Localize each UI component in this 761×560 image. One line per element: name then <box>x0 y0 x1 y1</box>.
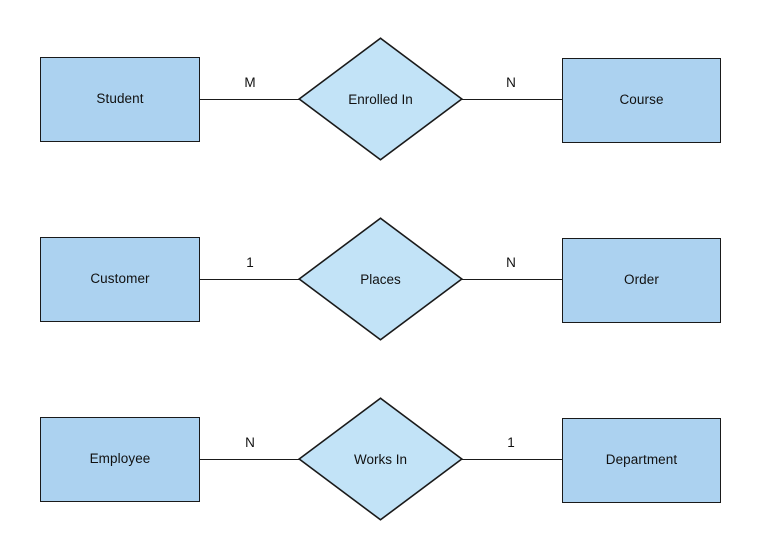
cardinality-label-left: 1 <box>246 255 254 270</box>
connector-line-right <box>462 99 562 100</box>
er-relationship-row: Customer 1 Places N Order <box>0 217 761 357</box>
entity-box[interactable]: Student <box>40 57 200 142</box>
connector-line-right <box>462 279 562 280</box>
cardinality-label-right: 1 <box>507 435 515 450</box>
diamond-shape <box>297 37 464 161</box>
entity-box[interactable]: Course <box>562 58 721 143</box>
entity-box[interactable]: Department <box>562 418 721 503</box>
diamond-shape <box>297 397 464 521</box>
cardinality-label-right: N <box>506 75 516 90</box>
entity-label: Customer <box>90 271 150 287</box>
entity-label: Department <box>605 452 678 468</box>
entity-label: Employee <box>89 451 151 467</box>
connector-line-left <box>200 459 299 460</box>
relationship-diamond[interactable]: Places <box>297 217 464 341</box>
entity-box[interactable]: Employee <box>40 417 200 502</box>
entity-box[interactable]: Customer <box>40 237 200 322</box>
connector-line-left <box>200 279 299 280</box>
diamond-shape <box>297 217 464 341</box>
relationship-diamond[interactable]: Works In <box>297 397 464 521</box>
er-relationship-row: Student M Enrolled In N Course <box>0 37 761 177</box>
relationship-diamond[interactable]: Enrolled In <box>297 37 464 161</box>
entity-label: Course <box>619 92 664 108</box>
cardinality-label-left: N <box>245 435 255 450</box>
connector-line-right <box>462 459 562 460</box>
er-relationship-row: Employee N Works In 1 Department <box>0 397 761 537</box>
entity-label: Order <box>623 272 659 288</box>
cardinality-label-right: N <box>506 255 516 270</box>
connector-line-left <box>200 99 299 100</box>
cardinality-label-left: M <box>244 75 256 90</box>
entity-box[interactable]: Order <box>562 238 721 323</box>
entity-label: Student <box>96 91 144 107</box>
